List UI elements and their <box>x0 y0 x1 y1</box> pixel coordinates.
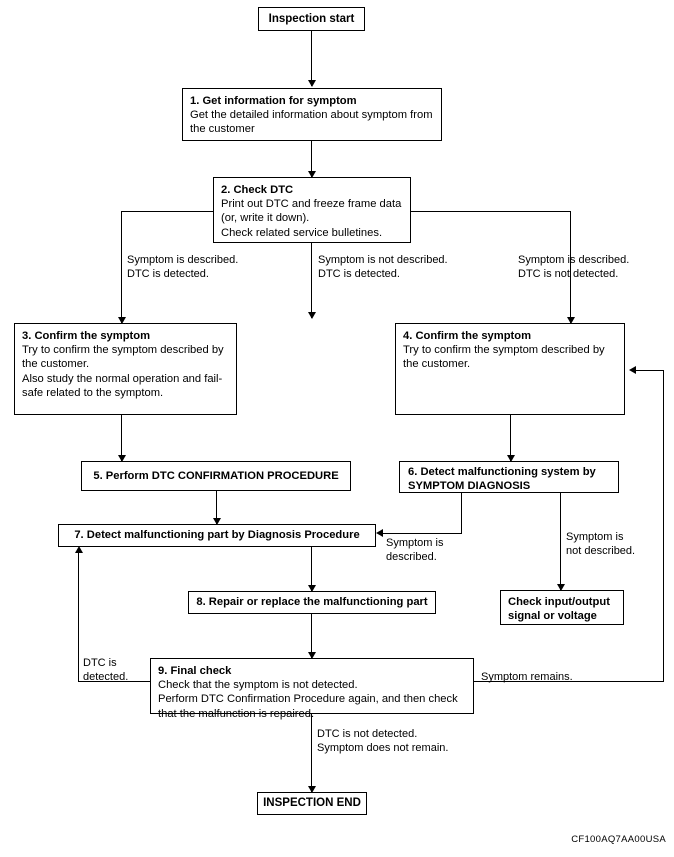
node-step-9-body: Check that the symptom is not detected. … <box>158 679 458 720</box>
node-step-8[interactable]: 8. Repair or replace the malfunctioning … <box>188 591 436 614</box>
connector-step9-left-up <box>78 552 80 682</box>
arrow-down-step4-middle <box>308 312 316 319</box>
node-step-3-title: 3. Confirm the symptom <box>22 330 151 342</box>
node-step-1-body: Get the detailed information about sympt… <box>190 109 433 136</box>
node-step-2-body: Print out DTC and freeze frame data (or,… <box>221 198 402 239</box>
edge-label-symptom-described: Symptom is described. <box>386 537 444 563</box>
edge-label-symptom-not-described: Symptom is not described. <box>566 531 636 557</box>
node-step-4-title: 4. Confirm the symptom <box>403 330 532 342</box>
edge-label-dtc-is-detected: DTC is detected. <box>83 657 129 683</box>
node-step-8-label: 8. Repair or replace the malfunctioning … <box>196 596 428 609</box>
arrow-down-step1 <box>308 80 316 87</box>
connector-step9-left-out <box>78 681 151 683</box>
figure-code: CF100AQ7AA00USA <box>571 834 666 845</box>
node-check-input-output[interactable]: Check input/output signal or voltage <box>500 590 624 625</box>
node-inspection-end[interactable]: INSPECTION END <box>257 792 367 815</box>
edge-label-branch-right: Symptom is described. DTC is not detecte… <box>518 254 630 280</box>
edge-label-symptom-remains: Symptom remains. <box>481 671 573 683</box>
node-step-7[interactable]: 7. Detect malfunctioning part by Diagnos… <box>58 524 376 547</box>
arrow-down-step7-top <box>213 518 221 525</box>
connector-step2-left-down <box>121 211 123 323</box>
arrow-down-step9 <box>308 652 316 659</box>
connector-step9-right-out <box>474 681 664 683</box>
connector-step6-left-down <box>461 492 463 534</box>
connector-step6-to-checkio <box>560 492 562 590</box>
node-step-3-body: Try to confirm the symptom described by … <box>22 344 224 399</box>
edge-label-branch-middle: Symptom is not described. DTC is detecte… <box>318 254 448 280</box>
connector-step2-right-down <box>570 211 572 323</box>
node-step-3[interactable]: 3. Confirm the symptom Try to confirm th… <box>14 323 237 415</box>
connector-step5-to-step7 <box>216 491 218 524</box>
node-step-6-label: 6. Detect malfunctioning system by SYMPT… <box>408 466 596 493</box>
edge-label-branch-left: Symptom is described. DTC is detected. <box>127 254 239 280</box>
node-step-4-body: Try to confirm the symptom described by … <box>403 344 605 371</box>
node-inspection-start-label: Inspection start <box>268 12 355 25</box>
node-step-5[interactable]: 5. Perform DTC CONFIRMATION PROCEDURE <box>81 461 351 491</box>
connector-step9-to-end <box>311 714 313 792</box>
node-check-input-output-label: Check input/output signal or voltage <box>508 596 610 623</box>
arrow-down-step5-left <box>118 455 126 462</box>
connector-step2-stem <box>311 243 313 318</box>
node-step-2[interactable]: 2. Check DTC Print out DTC and freeze fr… <box>213 177 411 243</box>
node-step-4[interactable]: 4. Confirm the symptom Try to confirm th… <box>395 323 625 415</box>
node-step-9-title: 9. Final check <box>158 665 232 677</box>
connector-step2-left-out <box>121 211 213 213</box>
connector-step1-to-step2 <box>311 141 313 177</box>
node-step-1-title: 1. Get information for symptom <box>190 95 357 107</box>
node-step-2-title: 2. Check DTC <box>221 184 294 196</box>
connector-step8-to-step9 <box>311 614 313 658</box>
arrow-down-checkio <box>557 584 565 591</box>
connector-into-step4-right <box>636 370 664 372</box>
node-step-6[interactable]: 6. Detect malfunctioning system by SYMPT… <box>399 461 619 493</box>
node-inspection-end-label: INSPECTION END <box>263 797 361 810</box>
arrow-down-step6 <box>507 455 515 462</box>
connector-step3-to-step5 <box>121 415 123 461</box>
connector-start-to-step1 <box>311 31 313 86</box>
connector-step7-to-step8 <box>311 546 313 591</box>
arrow-down-step4-right <box>567 317 575 324</box>
connector-step2-right-out <box>410 211 571 213</box>
arrow-down-step3 <box>118 317 126 324</box>
node-inspection-start[interactable]: Inspection start <box>258 7 365 31</box>
arrow-left-step7 <box>376 529 383 537</box>
arrow-up-step7 <box>75 546 83 553</box>
node-step-7-label: 7. Detect malfunctioning part by Diagnos… <box>74 529 360 542</box>
connector-step4-to-step6 <box>510 415 512 461</box>
connector-step9-right-up <box>663 370 665 682</box>
node-step-1[interactable]: 1. Get information for symptom Get the d… <box>182 88 442 141</box>
connector-step6-to-step7 <box>383 533 462 535</box>
arrow-left-step4 <box>629 366 636 374</box>
arrow-down-step8 <box>308 585 316 592</box>
arrow-down-step2 <box>308 171 316 178</box>
edge-label-dtc-not-detected: DTC is not detected. Symptom does not re… <box>317 728 449 754</box>
node-step-9[interactable]: 9. Final check Check that the symptom is… <box>150 658 474 720</box>
arrow-down-end <box>308 786 316 793</box>
node-step-5-label: 5. Perform DTC CONFIRMATION PROCEDURE <box>93 469 339 482</box>
